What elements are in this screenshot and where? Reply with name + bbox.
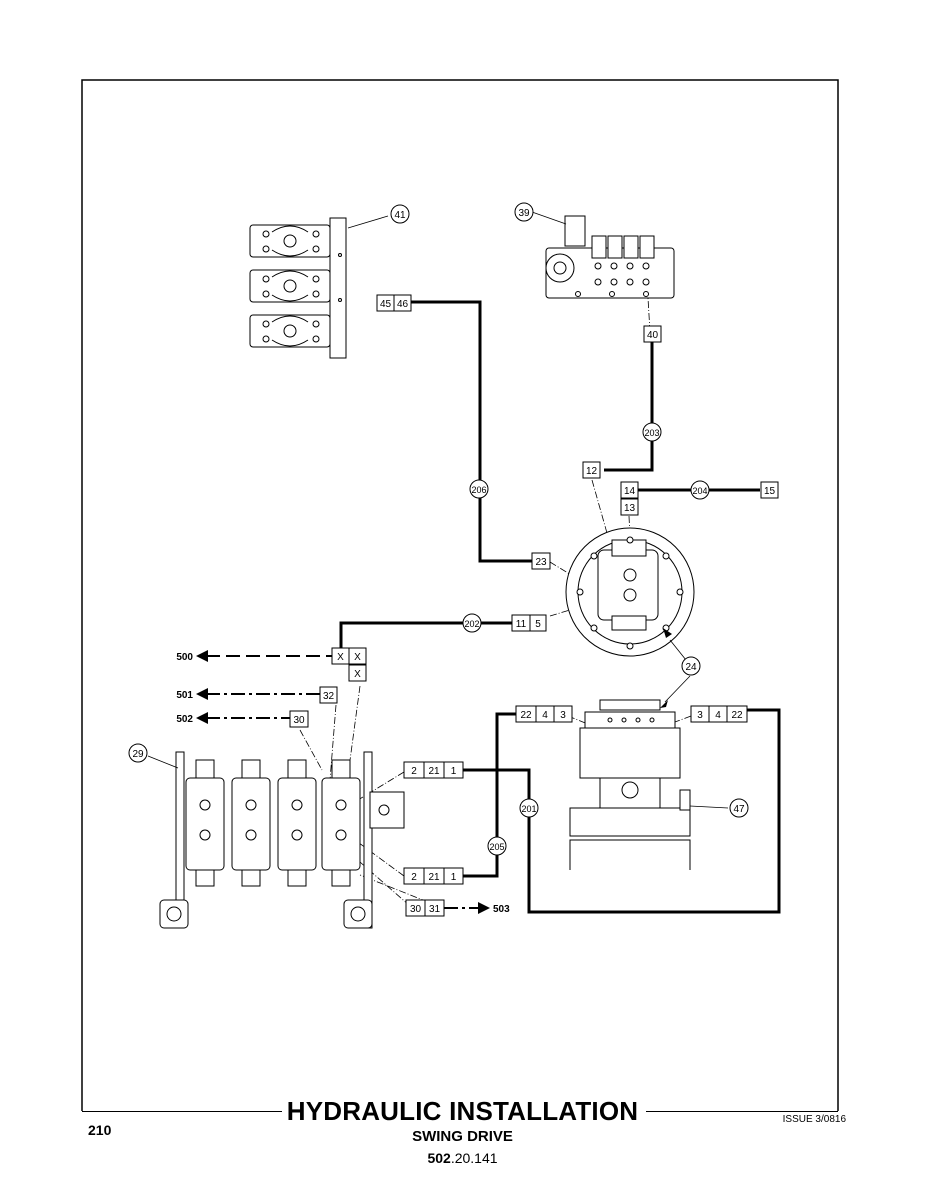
callout-203: 203 xyxy=(644,428,659,438)
document-reference: 502.20.141 xyxy=(0,1150,925,1166)
ref-503: 503 xyxy=(493,904,510,915)
page-number: 210 xyxy=(88,1122,112,1138)
reference-arrows xyxy=(206,655,478,909)
callout-47: 47 xyxy=(733,804,745,815)
control-valve-29 xyxy=(159,751,405,929)
callout-labels: 41 39 203 206 204 202 24 29 201 205 47 xyxy=(132,208,745,852)
callout-202: 202 xyxy=(464,619,479,629)
ref-502: 502 xyxy=(176,714,193,725)
connector-14: 14 xyxy=(624,486,636,497)
connector-x1: X xyxy=(337,652,344,663)
callout-201: 201 xyxy=(521,804,536,814)
connector-boxes xyxy=(289,294,779,917)
connector-21b: 21 xyxy=(428,872,440,883)
connector-3b: 3 xyxy=(697,710,703,721)
connector-2a: 2 xyxy=(411,766,417,777)
line-205 xyxy=(463,712,516,878)
callout-39: 39 xyxy=(518,208,530,219)
callout-circles xyxy=(128,202,749,856)
connector-5: 5 xyxy=(535,619,541,630)
line-202 xyxy=(339,621,512,648)
connector-22a: 22 xyxy=(520,710,532,721)
callout-29: 29 xyxy=(132,749,144,760)
connector-12: 12 xyxy=(586,466,598,477)
title-rule-left xyxy=(82,1111,282,1112)
connector-4a: 4 xyxy=(542,710,548,721)
solenoid-valve-block-39 xyxy=(545,215,675,299)
connector-11: 11 xyxy=(516,619,527,630)
page-subtitle: SWING DRIVE xyxy=(412,1128,513,1145)
connector-40: 40 xyxy=(647,330,659,341)
page-frame xyxy=(81,79,839,1111)
title-rule-right xyxy=(646,1111,838,1112)
connector-22b: 22 xyxy=(731,710,743,721)
connector-15: 15 xyxy=(764,486,776,497)
connector-3a: 3 xyxy=(560,710,566,721)
doc-ref-bold: 502 xyxy=(427,1150,451,1166)
line-201 xyxy=(463,708,781,914)
connector-labels: 45 46 40 12 14 13 15 23 11 5 X X X 32 30… xyxy=(293,299,775,915)
ref-501: 501 xyxy=(176,690,193,701)
connector-45: 45 xyxy=(380,299,392,310)
connector-31: 31 xyxy=(429,904,441,915)
callout-24: 24 xyxy=(685,662,697,673)
arrow-heads xyxy=(196,650,490,914)
issue-label: ISSUE 3/0816 xyxy=(782,1114,846,1125)
line-206 xyxy=(411,300,532,563)
connector-32: 32 xyxy=(323,691,335,702)
connector-2b: 2 xyxy=(411,872,417,883)
connector-x3: X xyxy=(354,669,361,680)
swing-motor-24 xyxy=(565,527,695,657)
ref-500: 500 xyxy=(176,652,193,663)
connector-23: 23 xyxy=(535,557,547,568)
line-203 xyxy=(604,342,654,472)
swing-gearbox-47 xyxy=(569,699,691,870)
connector-x2: X xyxy=(354,652,361,663)
callout-206: 206 xyxy=(471,485,486,495)
connector-4b: 4 xyxy=(715,710,721,721)
connector-21a: 21 xyxy=(428,766,440,777)
connector-30a: 30 xyxy=(293,715,305,726)
callout-41: 41 xyxy=(394,210,406,221)
callout-205: 205 xyxy=(489,842,504,852)
connector-1a: 1 xyxy=(451,766,457,777)
connector-13: 13 xyxy=(624,503,636,514)
page-title: HYDRAULIC INSTALLATION xyxy=(286,1096,639,1126)
hydraulic-lines xyxy=(339,300,781,914)
pilot-valve-block-41 xyxy=(249,217,347,359)
doc-ref-rest: .20.141 xyxy=(450,1150,498,1166)
callout-204: 204 xyxy=(692,486,707,496)
connector-1b: 1 xyxy=(451,872,457,883)
connector-30b: 30 xyxy=(410,904,422,915)
connector-46: 46 xyxy=(397,299,409,310)
